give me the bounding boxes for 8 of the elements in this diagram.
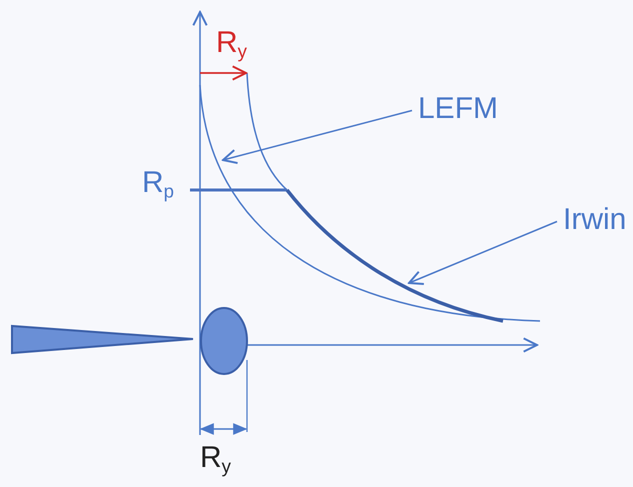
lefm-curve: [199, 84, 540, 322]
axis-label: R$_{p}$: [142, 168, 174, 202]
curve-label: Irwin: [563, 205, 626, 235]
dimension-label: R$_{y}$: [216, 28, 247, 62]
leader-line: [222, 110, 412, 164]
leader-line: [408, 220, 558, 286]
dimension-label: R$_{y}$: [200, 443, 231, 476]
curve-label: LEFM: [418, 94, 498, 124]
